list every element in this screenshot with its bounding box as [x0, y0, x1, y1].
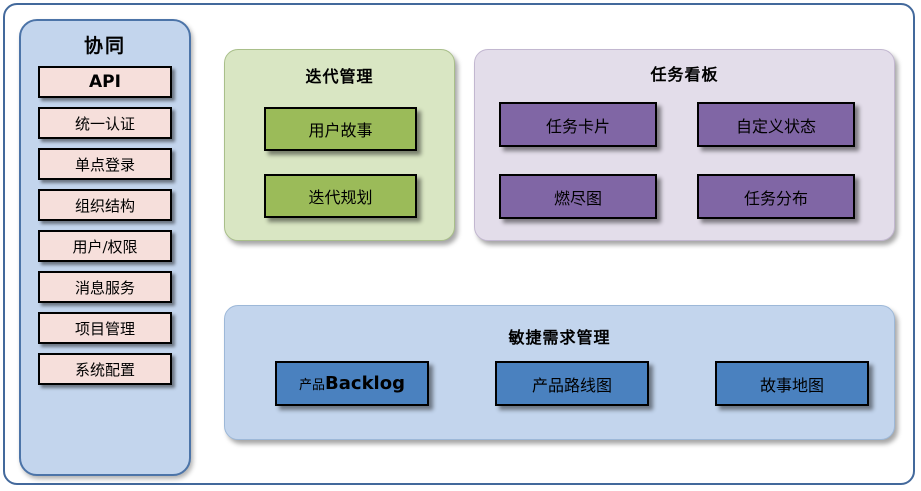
panel-iteration-title: 迭代管理	[305, 67, 374, 86]
sidebar-item-message-service[interactable]: 消息服务	[38, 271, 172, 303]
node-burndown-chart[interactable]: 燃尽图	[499, 174, 657, 219]
sidebar-item-list: API 统一认证 单点登录 组织结构 用户/权限 消息服务 项目管理 系统配置	[21, 66, 189, 385]
node-task-distribution[interactable]: 任务分布	[697, 174, 855, 219]
node-task-card[interactable]: 任务卡片	[499, 102, 657, 147]
panel-task-board: 任务看板 任务卡片 自定义状态 燃尽图 任务分布	[474, 49, 895, 241]
sidebar-title: 协同	[83, 35, 126, 57]
node-product-backlog-label-en: Backlog	[325, 373, 405, 394]
node-story-map[interactable]: 故事地图	[715, 361, 869, 406]
sidebar-item-unified-auth[interactable]: 统一认证	[38, 107, 172, 139]
node-product-backlog-label-cn: 产品	[299, 378, 326, 393]
sidebar-item-user-permission[interactable]: 用户/权限	[38, 230, 172, 262]
sidebar-panel-collaboration: 协同 API 统一认证 单点登录 组织结构 用户/权限 消息服务 项目管理 系统…	[19, 19, 191, 476]
node-user-story[interactable]: 用户故事	[264, 107, 417, 151]
node-custom-status[interactable]: 自定义状态	[697, 102, 855, 147]
sidebar-item-single-sign-on[interactable]: 单点登录	[38, 148, 172, 180]
node-iteration-planning[interactable]: 迭代规划	[264, 174, 417, 218]
sidebar-item-project-management[interactable]: 项目管理	[38, 312, 172, 344]
diagram-outer-frame: 协同 API 统一认证 单点登录 组织结构 用户/权限 消息服务 项目管理 系统…	[3, 3, 915, 485]
panel-taskboard-title: 任务看板	[650, 65, 719, 84]
sidebar-item-org-structure[interactable]: 组织结构	[38, 189, 172, 221]
panel-iteration-management: 迭代管理 用户故事 迭代规划	[224, 49, 455, 241]
sidebar-item-api[interactable]: API	[38, 66, 172, 98]
sidebar-item-system-config[interactable]: 系统配置	[38, 353, 172, 385]
node-product-roadmap[interactable]: 产品路线图	[495, 361, 649, 406]
panel-agile-title: 敏捷需求管理	[508, 328, 611, 347]
